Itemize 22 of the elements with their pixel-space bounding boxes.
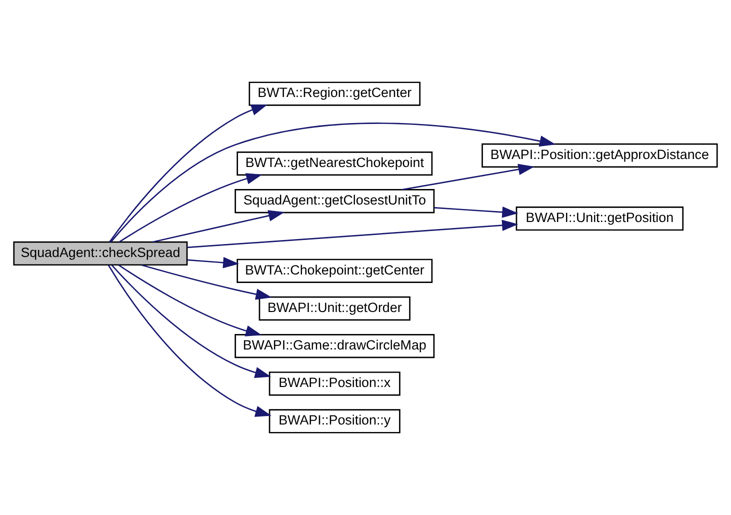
node-box: BWAPI::Unit::getOrder bbox=[258, 296, 410, 321]
node-box: BWTA::getNearestChokepoint bbox=[236, 151, 433, 176]
node-box: BWAPI::Position::getApproxDistance bbox=[482, 143, 718, 168]
arrow bbox=[141, 264, 272, 300]
arrow bbox=[434, 206, 518, 218]
arrow bbox=[111, 264, 272, 378]
node-box: BWTA::Region::getCenter bbox=[248, 82, 421, 106]
arrow bbox=[187, 257, 240, 268]
arrow bbox=[109, 104, 268, 242]
node-box: BWAPI::Game::drawCircleMap bbox=[234, 334, 435, 358]
node-box: BWAPI::Position::x bbox=[268, 372, 400, 396]
arrow bbox=[187, 220, 518, 248]
node-box: SquadAgent::checkSpread bbox=[13, 241, 188, 266]
arrow bbox=[118, 264, 262, 336]
node-box: BWAPI::Position::y bbox=[268, 409, 400, 434]
arrow bbox=[118, 173, 262, 243]
node-box: BWAPI::Unit::getPosition bbox=[516, 206, 684, 231]
arrow bbox=[152, 210, 285, 243]
arrow bbox=[108, 264, 272, 417]
arrow bbox=[110, 122, 556, 242]
node-box: SquadAgent::getClosestUnitTo bbox=[234, 189, 435, 214]
node-box: BWTA::Chokepoint::getCenter bbox=[236, 258, 433, 283]
